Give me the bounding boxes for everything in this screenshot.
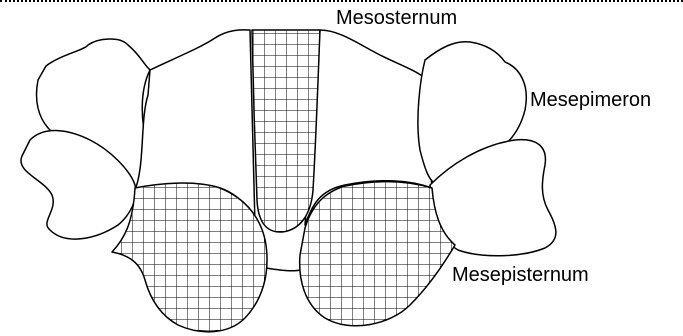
mesosternum-region (252, 30, 320, 232)
label-mesepisternum: Mesepisternum (452, 264, 589, 286)
label-mesosternum: Mesosternum (336, 7, 457, 29)
right-mesepisternum (300, 182, 455, 326)
episternal-bridge (266, 268, 300, 271)
label-mesepimeron: Mesepimeron (530, 89, 651, 111)
left-mesepisternum (112, 183, 267, 332)
